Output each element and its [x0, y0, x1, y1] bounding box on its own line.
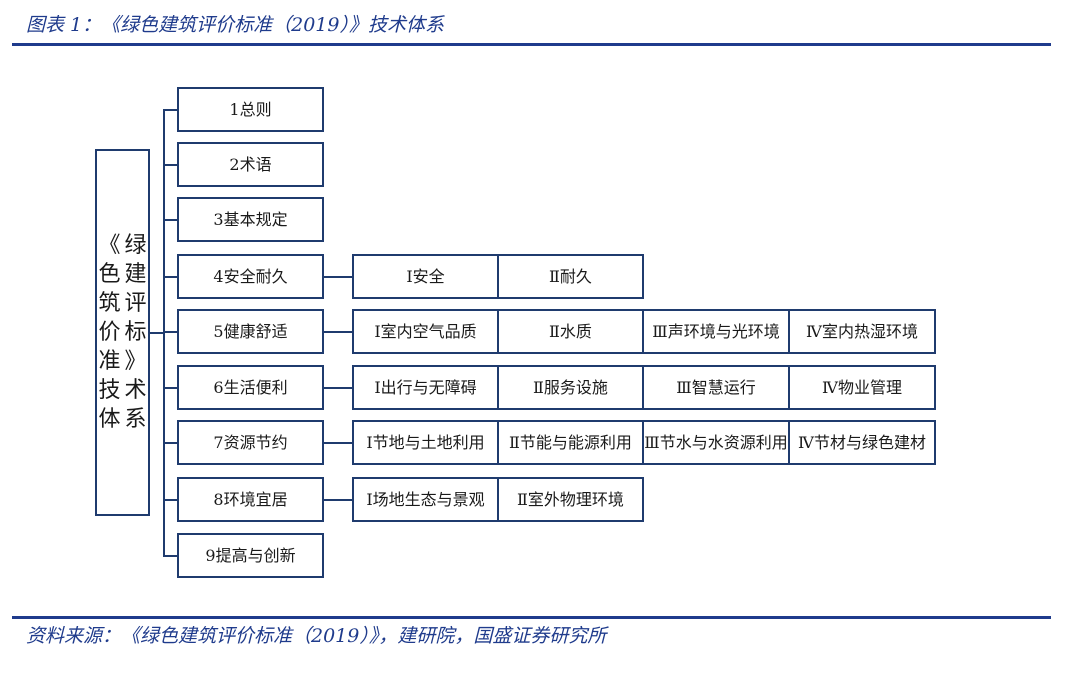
root-node: 《绿色建筑评价标准》技术体系 [95, 149, 150, 516]
section-node: Ⅲ节水与水资源利用 [642, 420, 790, 465]
chapter-node: 1总则 [177, 87, 324, 132]
chapter-node: 4安全耐久 [177, 254, 324, 299]
chapter-node: 3基本规定 [177, 197, 324, 242]
section-node: Ⅳ物业管理 [788, 365, 936, 410]
chapter-node: 6生活便利 [177, 365, 324, 410]
section-node: Ⅲ声环境与光环境 [642, 309, 790, 354]
header-rule [12, 43, 1051, 46]
sub-connector [324, 276, 353, 278]
branch-connector [163, 109, 177, 111]
branch-connector [163, 164, 177, 166]
root-connector [150, 332, 164, 334]
section-node: Ⅰ场地生态与景观 [352, 477, 499, 522]
sub-connector [324, 331, 353, 333]
branch-connector [163, 442, 177, 444]
section-node: Ⅰ安全 [352, 254, 499, 299]
section-node: Ⅳ节材与绿色建材 [788, 420, 936, 465]
branch-connector [163, 387, 177, 389]
chapter-node: 8环境宜居 [177, 477, 324, 522]
section-node: Ⅱ节能与能源利用 [497, 420, 644, 465]
section-node: Ⅰ出行与无障碍 [352, 365, 499, 410]
section-node: Ⅰ室内空气品质 [352, 309, 499, 354]
branch-connector [163, 499, 177, 501]
section-node: Ⅰ节地与土地利用 [352, 420, 499, 465]
source-note: 资料来源：《绿色建筑评价标准（2019）》，建研院，国盛证券研究所 [26, 625, 607, 647]
section-node: Ⅱ耐久 [497, 254, 644, 299]
branch-connector [163, 276, 177, 278]
chapter-node: 9提高与创新 [177, 533, 324, 578]
branch-connector [163, 555, 177, 557]
section-node: Ⅱ水质 [497, 309, 644, 354]
chapter-node: 7资源节约 [177, 420, 324, 465]
footer-rule [12, 616, 1051, 619]
branch-connector [163, 331, 177, 333]
sub-connector [324, 442, 353, 444]
figure-caption: 图表 1：《绿色建筑评价标准（2019）》技术体系 [26, 14, 444, 36]
section-node: Ⅳ室内热湿环境 [788, 309, 936, 354]
section-node: Ⅱ室外物理环境 [497, 477, 644, 522]
sub-connector [324, 387, 353, 389]
section-node: Ⅱ服务设施 [497, 365, 644, 410]
sub-connector [324, 499, 353, 501]
chapter-node: 2术语 [177, 142, 324, 187]
section-node: Ⅲ智慧运行 [642, 365, 790, 410]
branch-connector [163, 219, 177, 221]
chapter-node: 5健康舒适 [177, 309, 324, 354]
